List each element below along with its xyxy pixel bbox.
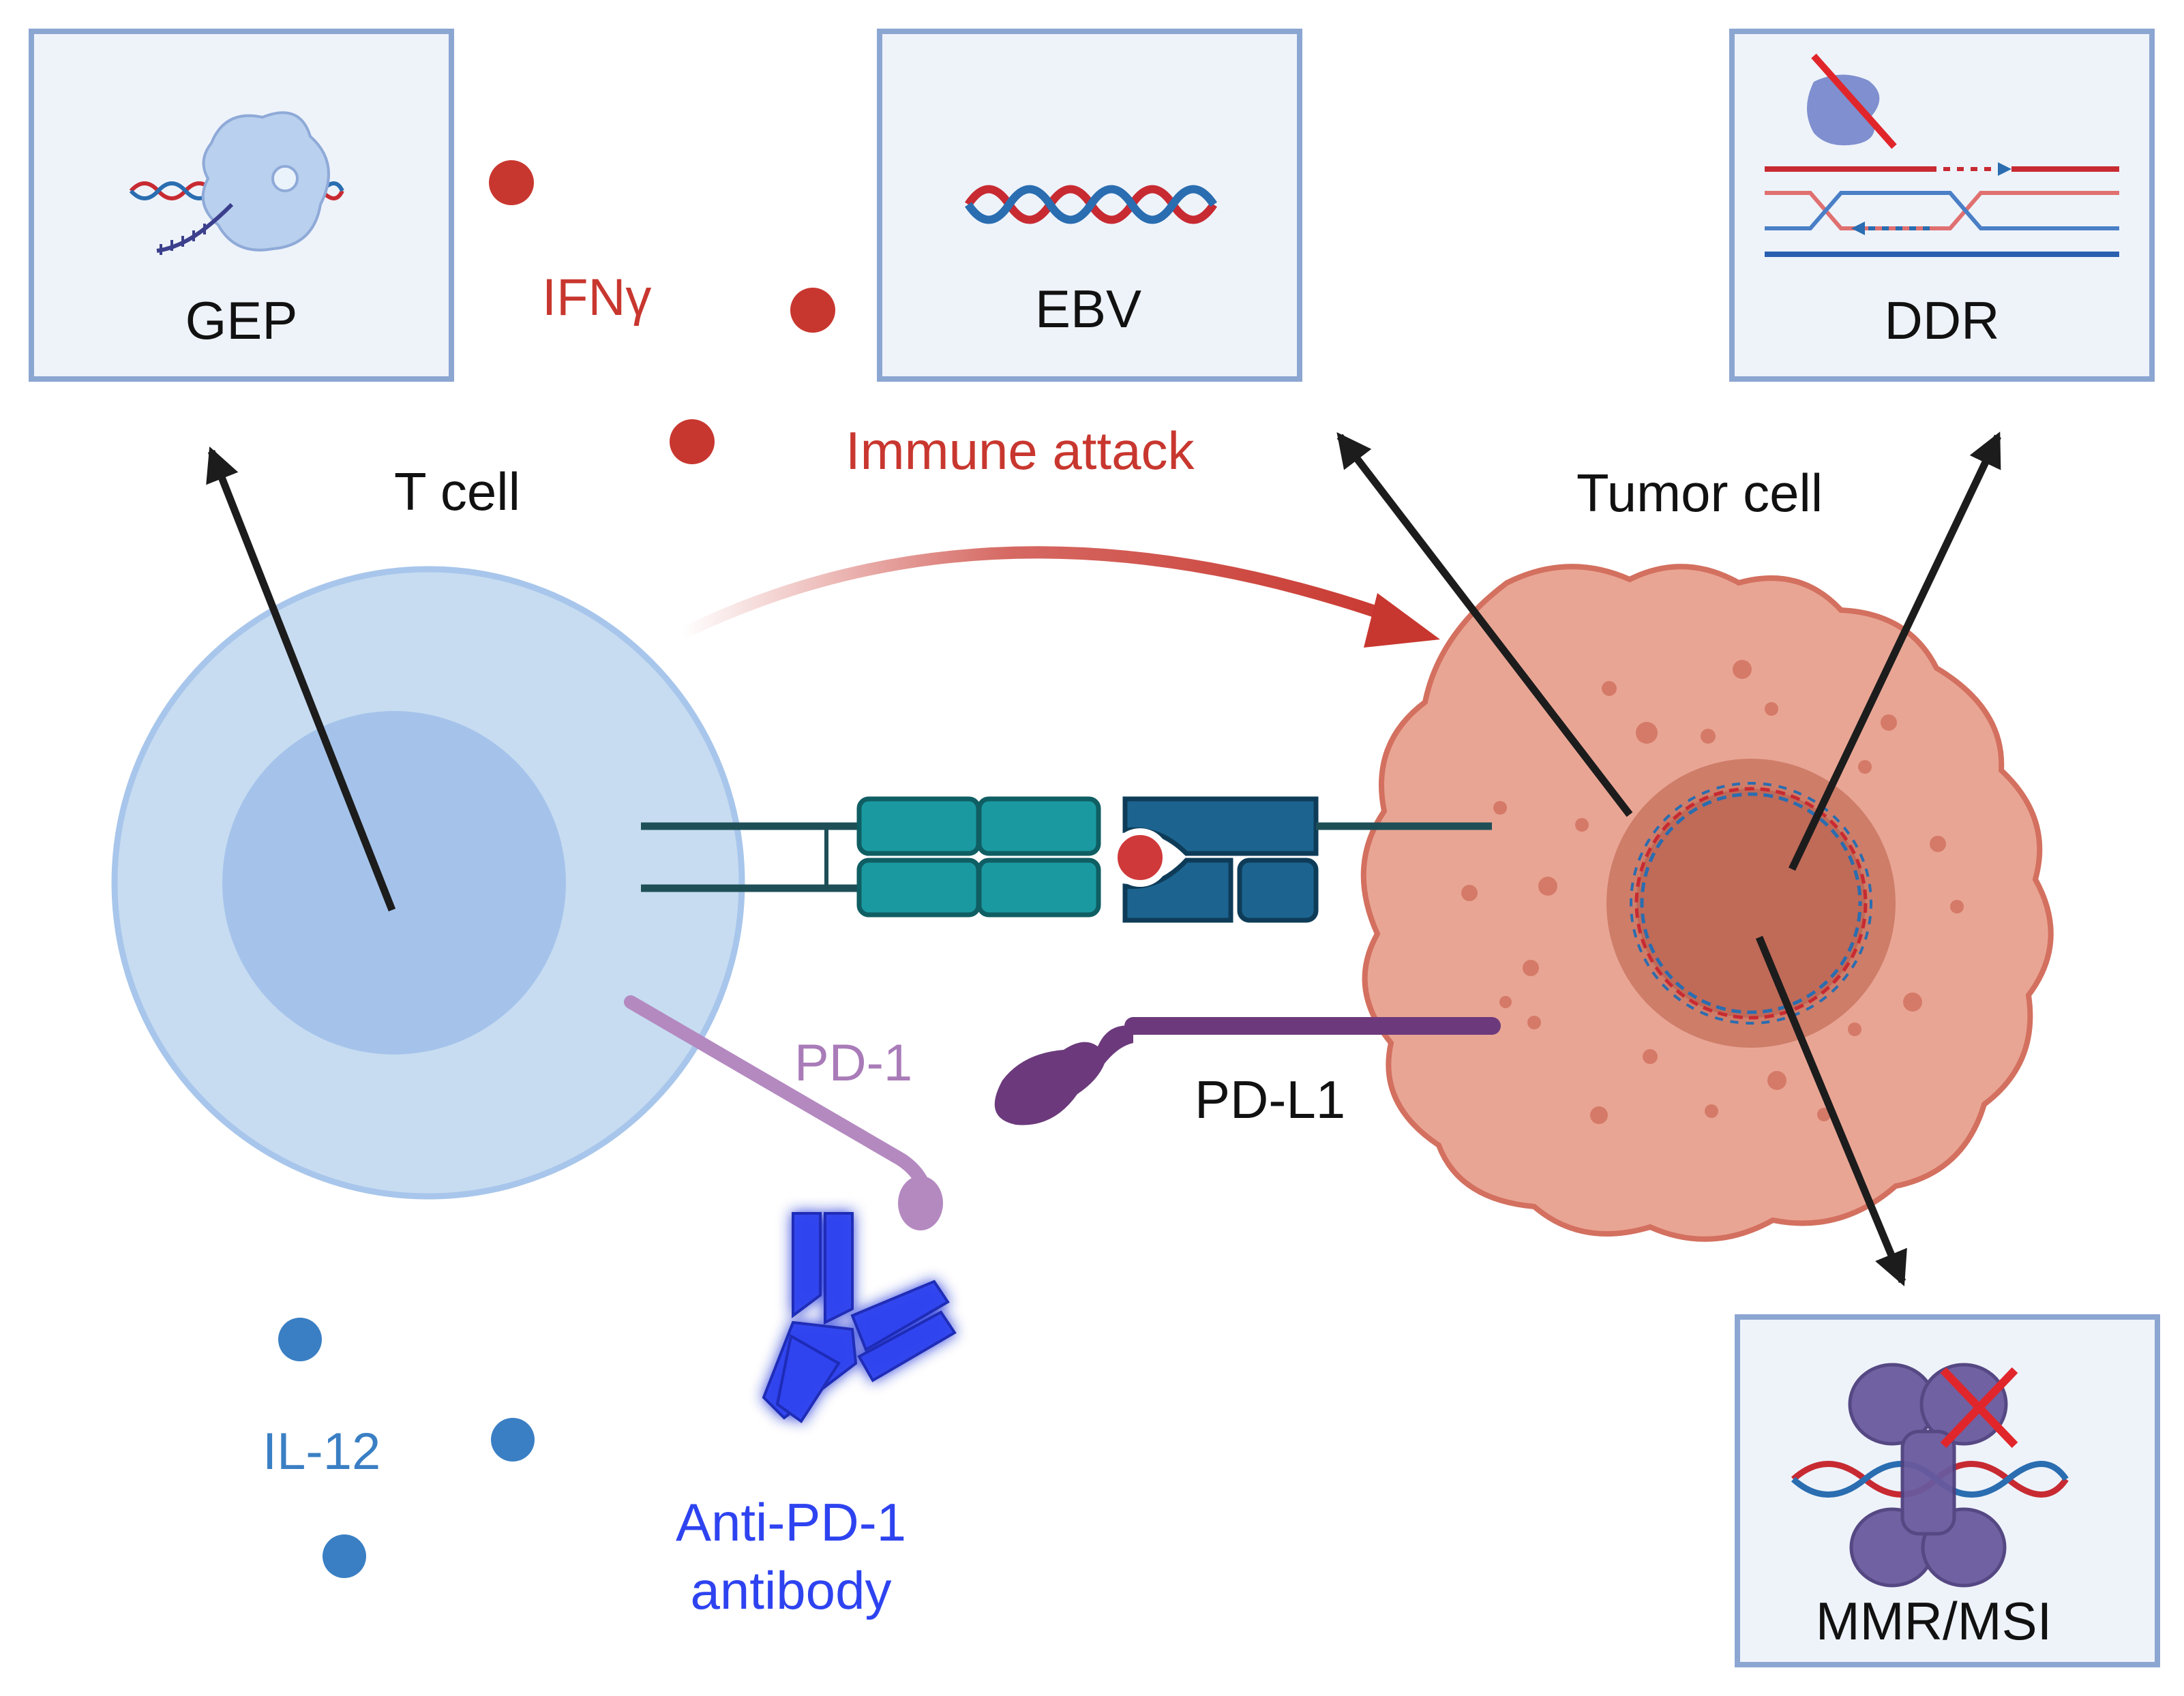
antigen-peptide — [1111, 828, 1169, 887]
tumor-cell-label: Tumor cell — [1576, 463, 1823, 523]
arrow-to-mmr — [1755, 935, 1907, 1287]
ifn-dot — [489, 160, 534, 205]
pd1-receptor — [624, 995, 943, 1230]
mmr-msi-label: MMR/MSI — [1816, 1591, 2052, 1651]
arrow-to-gep — [206, 446, 396, 912]
il12-molecules — [278, 1318, 535, 1578]
gep-label: GEP — [185, 290, 298, 350]
ifn-dot — [790, 288, 835, 333]
tcr-receptor — [856, 796, 1101, 918]
t-cell-label: T cell — [394, 461, 520, 521]
ifn-dot — [670, 419, 715, 464]
t-cell-nucleus — [222, 711, 566, 1055]
antibody-label-line2: antibody — [691, 1560, 892, 1620]
pdl1-ligand — [994, 1017, 1501, 1125]
ifn-gamma-label: IFNγ — [542, 269, 651, 327]
black-arrows — [206, 431, 2001, 1287]
rna-polymerase-transcription-icon — [129, 111, 344, 255]
pd1-label: PD-1 — [794, 1034, 912, 1092]
viral-dna-icon — [965, 185, 1217, 224]
mmr-msi-box: MMR/MSI — [1735, 1314, 2160, 1667]
anti-pd1-antibody-icon — [762, 1212, 957, 1423]
tumor-cell — [1360, 564, 2054, 1242]
il12-dot — [278, 1318, 322, 1361]
mismatch-repair-protein-icon — [1791, 1363, 2069, 1588]
t-cell — [111, 566, 745, 1200]
gep-box: GEP — [29, 29, 454, 382]
ddr-label: DDR — [1885, 290, 2000, 350]
tcr-mhc-complex — [641, 796, 1492, 923]
il12-dot — [323, 1534, 366, 1578]
mhc-molecule — [1122, 796, 1319, 923]
il12-dot — [491, 1418, 535, 1462]
il12-label: IL-12 — [263, 1423, 380, 1481]
antibody-label-line1: Anti-PD-1 — [676, 1492, 906, 1552]
immune-attack-label: Immune attack — [846, 421, 1195, 481]
nuclear-dna-ring — [1630, 782, 1872, 1025]
dna-damage-repair-icon — [1765, 53, 2119, 257]
ebv-label: EBV — [1035, 279, 1141, 339]
ebv-box: EBV — [877, 29, 1302, 382]
pdl1-label: PD-L1 — [1195, 1070, 1345, 1130]
tumor-nucleus-inner — [1636, 789, 1866, 1018]
ddr-box: DDR — [1729, 29, 2155, 382]
arrow-to-ebv — [1336, 431, 1633, 817]
ifn-gamma-molecules — [489, 160, 835, 464]
arrow-to-ddr — [1789, 431, 2001, 871]
immune-attack-arrow — [679, 546, 1440, 648]
